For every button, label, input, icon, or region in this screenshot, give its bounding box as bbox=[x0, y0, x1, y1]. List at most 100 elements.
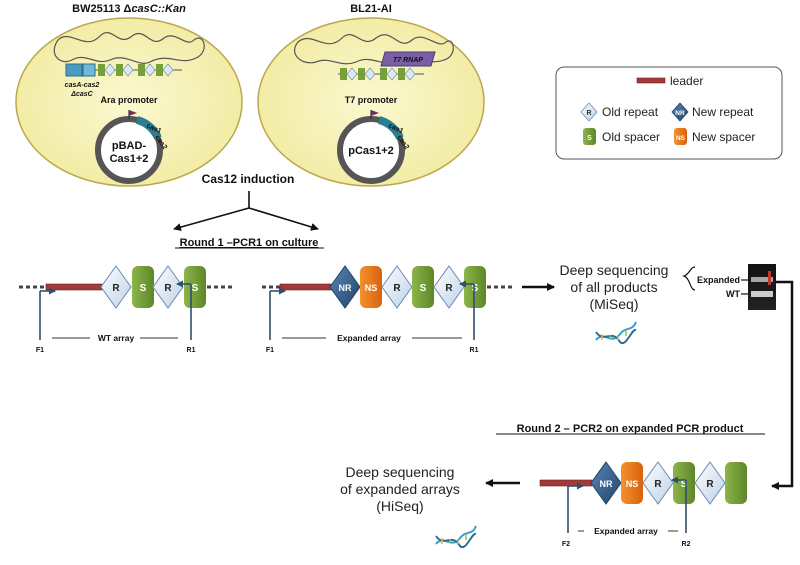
legend-old-repeat-label: Old repeat bbox=[602, 105, 659, 119]
spacer-letter: S bbox=[140, 283, 147, 294]
cell-bw25113: BW25113 ΔcasC::Kan casA-cas2 ΔcasC Ara p… bbox=[15, 3, 243, 187]
mini-array-right bbox=[340, 67, 416, 81]
new-spacer-block bbox=[360, 266, 382, 308]
gel-label-wt: WT bbox=[726, 289, 740, 299]
gel-excision-mark bbox=[768, 271, 771, 285]
t7-rnap-box: T7 RNAP bbox=[380, 51, 436, 67]
repeat-diamond bbox=[152, 265, 184, 309]
round2-array-label: Expanded array bbox=[594, 526, 658, 536]
round1-title: Round 1 –PCR1 on culture bbox=[180, 237, 319, 249]
gel-band-expanded bbox=[751, 277, 773, 282]
new-spacer-block bbox=[621, 462, 643, 504]
repeat-letter: R bbox=[654, 479, 662, 490]
legend-leader-label: leader bbox=[670, 74, 703, 88]
expanded-label-bg bbox=[326, 332, 412, 344]
round2-array: NR NS R S R Expanded array F2 R2 bbox=[539, 461, 747, 548]
gene-block-cas2 bbox=[82, 63, 96, 77]
plasmid-cas-genes-left bbox=[135, 116, 162, 140]
wt-array: R S R S WT array F1 R1 bbox=[19, 265, 232, 354]
primer-r2-label: R2 bbox=[682, 541, 691, 548]
legend-old-spacer-label: Old spacer bbox=[602, 130, 660, 144]
gel-to-round2-arrow bbox=[771, 280, 794, 490]
repeat-diamond bbox=[642, 461, 674, 505]
legend-leader-swatch bbox=[636, 77, 666, 84]
repeat-letter: R bbox=[706, 479, 714, 490]
genes-label-1: casA-cas2 bbox=[65, 82, 100, 89]
spacer-letter: S bbox=[192, 283, 199, 294]
primer-f1-label: F1 bbox=[266, 347, 274, 354]
spacer-block bbox=[464, 266, 486, 308]
plasmid-label-left-1: pBAD- bbox=[112, 140, 147, 152]
primer-r1-label: R1 bbox=[187, 347, 196, 354]
hiseq-line-3: (HiSeq) bbox=[376, 498, 423, 514]
new-repeat-letter: NR bbox=[339, 283, 352, 293]
genes-label-2: ΔcasC bbox=[70, 91, 93, 98]
spacer-letter: S bbox=[420, 283, 427, 294]
miseq-line-3: (MiSeq) bbox=[589, 296, 638, 312]
repeat-diamond bbox=[381, 265, 413, 309]
legend-new-repeat-label: New repeat bbox=[692, 105, 754, 119]
cell-bl21: BL21-AI T7 RNAP T7 promoter cas1 cas2 pC… bbox=[257, 3, 485, 187]
promoter-flag-right bbox=[371, 110, 379, 116]
promoter-label-right: T7 promoter bbox=[345, 95, 398, 105]
repeat-letter: R bbox=[164, 283, 172, 294]
spacer-block bbox=[412, 266, 434, 308]
spacer-letter: S bbox=[681, 479, 688, 490]
wt-array-label: WT array bbox=[98, 333, 135, 343]
induction-label: Cas12 induction bbox=[202, 172, 295, 186]
spacer-block bbox=[184, 266, 206, 308]
miseq-line-1: Deep sequencing bbox=[560, 262, 669, 278]
new-repeat-diamond bbox=[329, 265, 361, 309]
hiseq-line-1: Deep sequencing bbox=[346, 464, 455, 480]
primer-r1-label: R1 bbox=[470, 347, 479, 354]
legend-old-repeat-swatch bbox=[580, 102, 598, 122]
expanded-array-label: Expanded array bbox=[337, 333, 401, 343]
plasmid-cas-genes-right bbox=[377, 116, 404, 140]
wt-label-bg bbox=[90, 332, 140, 344]
gel-image: Expanded WT bbox=[682, 264, 776, 310]
repeat-letter: R bbox=[393, 283, 401, 294]
leader-bar bbox=[45, 283, 103, 291]
legend-new-spacer-glyph: NS bbox=[676, 135, 686, 142]
strain-name-right: BL21-AI bbox=[350, 3, 392, 15]
spacer-letter: S bbox=[472, 283, 479, 294]
strain-name-left: BW25113 ΔcasC::Kan bbox=[72, 3, 186, 15]
promoter-flag-left bbox=[129, 110, 137, 116]
chromosome-left bbox=[53, 32, 205, 64]
repeat-letter: R bbox=[445, 283, 453, 294]
dna-helix-icon bbox=[435, 525, 477, 549]
round2-title: Round 2 – PCR2 on expanded PCR product bbox=[517, 423, 744, 435]
plasmid-label-left-2: Cas1+2 bbox=[110, 153, 149, 165]
legend-new-spacer-swatch bbox=[674, 128, 687, 145]
gel-label-expanded: Expanded bbox=[697, 275, 740, 285]
round2-label-bg bbox=[584, 525, 668, 537]
primer-f2-label: F2 bbox=[562, 541, 570, 548]
gel-bracket bbox=[682, 266, 696, 291]
repeat-diamond bbox=[433, 265, 465, 309]
leader-bar bbox=[539, 479, 593, 487]
new-spacer-letter: NS bbox=[626, 479, 639, 489]
legend-new-spacer-label: New spacer bbox=[692, 130, 755, 144]
miseq-line-2: of all products bbox=[570, 279, 657, 295]
dna-helix-icon bbox=[595, 321, 637, 345]
legend-new-repeat-swatch bbox=[671, 102, 689, 122]
mini-array-left bbox=[98, 63, 174, 77]
legend-box bbox=[555, 66, 783, 160]
gene-block-casA bbox=[65, 63, 83, 77]
t7-rnap-label: T7 RNAP bbox=[393, 57, 423, 64]
chromosome-right bbox=[294, 34, 454, 65]
spacer-block bbox=[132, 266, 154, 308]
legend: leader R Old repeat NR New repeat S Old … bbox=[555, 66, 783, 160]
primer-f1-label: F1 bbox=[36, 347, 44, 354]
gel-band-wt bbox=[751, 291, 773, 297]
leader-bar bbox=[279, 283, 333, 291]
spacer-block bbox=[725, 462, 747, 504]
new-spacer-letter: NS bbox=[365, 283, 378, 293]
promoter-label-left: Ara promoter bbox=[100, 95, 158, 105]
plasmid-label-right: pCas1+2 bbox=[348, 145, 394, 157]
legend-old-spacer-glyph: S bbox=[587, 135, 592, 142]
induction-fork bbox=[173, 191, 319, 231]
new-repeat-diamond bbox=[590, 461, 622, 505]
expanded-array: NR NS R S R S Expanded array F1 R1 bbox=[262, 265, 512, 354]
